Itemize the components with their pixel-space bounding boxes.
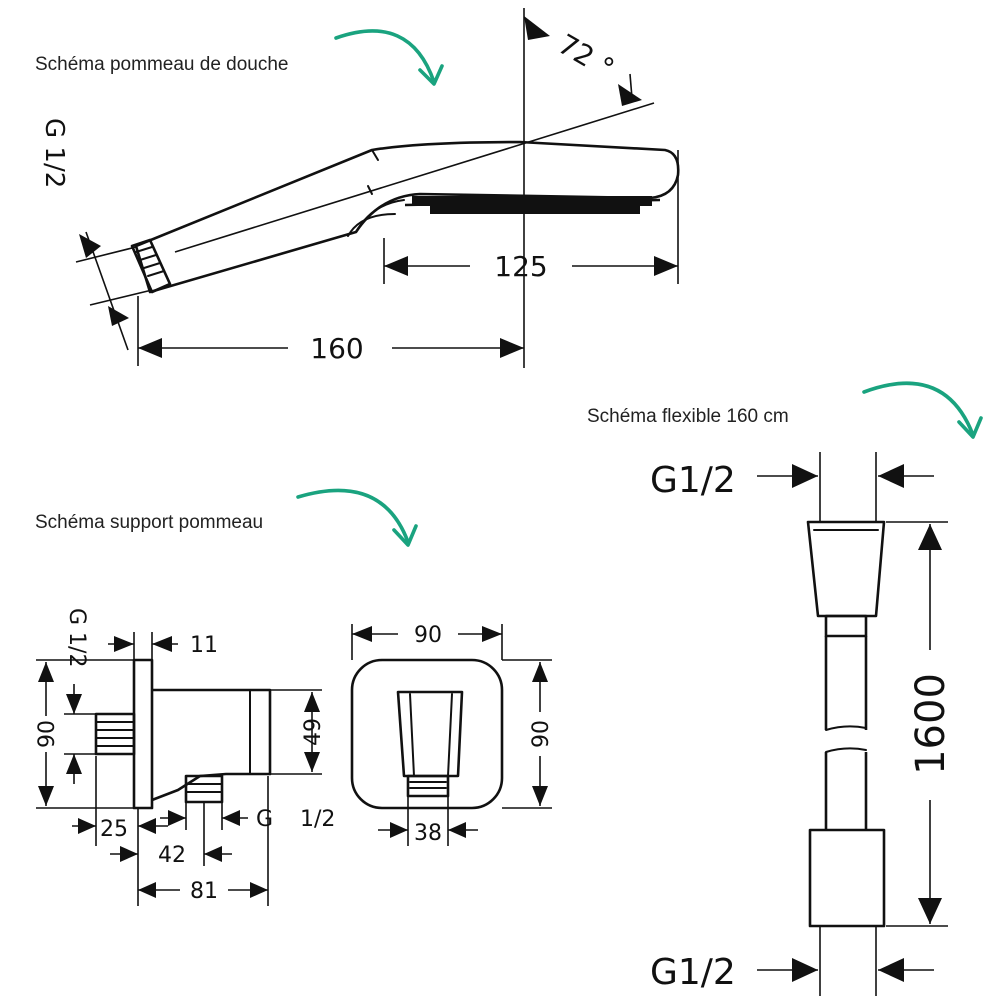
caption-holder: Schéma support pommeau xyxy=(35,512,263,533)
shower-head-angle-label: 72 ° xyxy=(553,27,620,85)
holder-depth-25: 25 xyxy=(100,817,128,842)
holder-depth-42: 42 xyxy=(158,843,186,868)
shower-head-face-length: 125 xyxy=(494,250,547,283)
holder-flange-label: 11 xyxy=(190,633,218,658)
green-arrow-icon xyxy=(334,29,444,86)
holder-thread-left-label: G 1/2 xyxy=(64,608,89,667)
holder-front-height: 90 xyxy=(529,720,554,748)
holder-front-width: 90 xyxy=(414,623,442,648)
holder-front-drawing: 90 90 38 xyxy=(350,623,554,846)
hose-drawing: G1/2 1600 G1/2 xyxy=(650,452,954,996)
caption-hose: Schéma flexible 160 cm xyxy=(587,406,789,427)
caption-shower-head: Schéma pommeau de douche xyxy=(35,54,289,75)
hose-thread-top: G1/2 xyxy=(650,460,736,501)
holder-outlet-g: G xyxy=(256,807,273,832)
shower-head-total-length: 160 xyxy=(310,332,363,365)
holder-height-label: 90 xyxy=(35,720,60,748)
hose-length-label: 1600 xyxy=(908,673,954,775)
holder-side-drawing: G 1/2 11 90 49 xyxy=(35,608,335,906)
shower-head-thread-label: G 1/2 xyxy=(39,118,69,188)
spray-nozzles xyxy=(412,196,652,214)
holder-depth-81: 81 xyxy=(190,879,218,904)
hose-thread-bottom: G1/2 xyxy=(650,952,736,993)
green-arrow-icon xyxy=(862,381,983,439)
holder-outlet-height-label: 49 xyxy=(301,718,326,746)
holder-outlet-size: 1/2 xyxy=(300,807,335,832)
green-arrow-icon xyxy=(296,488,418,547)
holder-front-38: 38 xyxy=(414,821,442,846)
